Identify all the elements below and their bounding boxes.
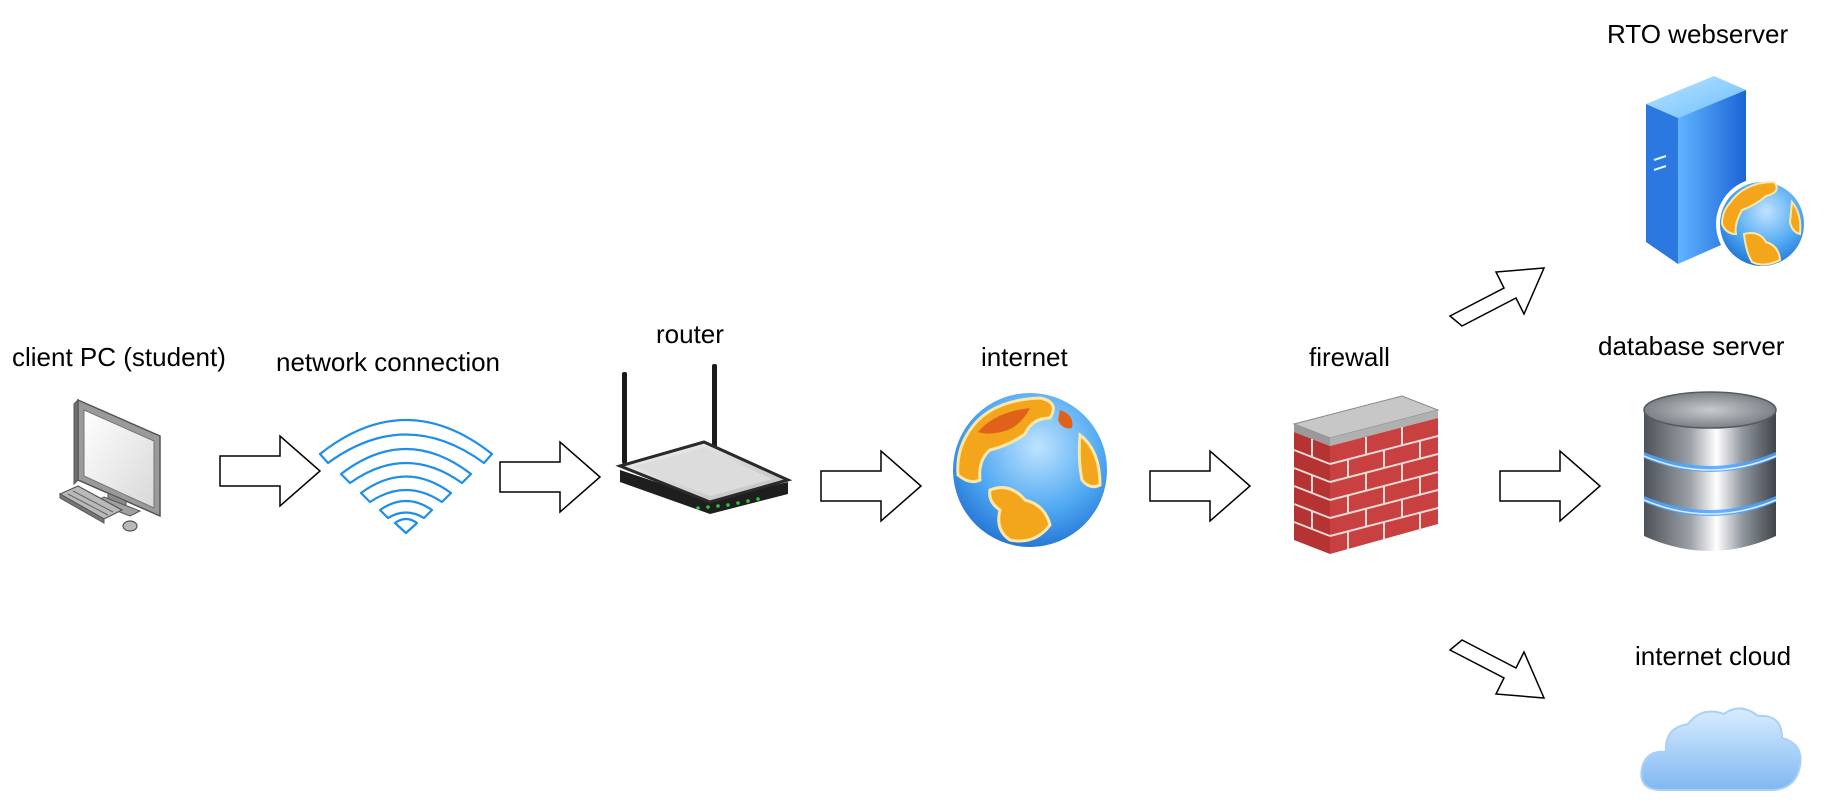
desktop-computer-icon bbox=[58, 398, 161, 532]
rto-webserver-label: RTO webserver bbox=[1607, 19, 1789, 49]
brick-wall-icon bbox=[1292, 395, 1440, 554]
internet-label: internet bbox=[981, 342, 1068, 372]
arrow-firewall-to-database-server bbox=[1499, 449, 1602, 523]
database-server-label: database server bbox=[1598, 331, 1785, 361]
network-connection-label: network connection bbox=[276, 347, 501, 377]
globe-icon bbox=[953, 393, 1107, 547]
cloud-icon bbox=[1640, 707, 1802, 791]
arrow-firewall-to-rto-webserver bbox=[1448, 267, 1546, 327]
arrow-router-to-internet bbox=[820, 449, 923, 523]
arrow-pc-to-network bbox=[219, 434, 322, 508]
arrow-network-to-router bbox=[499, 440, 602, 514]
wifi-icon bbox=[318, 419, 494, 535]
arrow-firewall-to-internet-cloud bbox=[1448, 639, 1546, 699]
web-server-icon bbox=[1646, 76, 1808, 270]
router-icon bbox=[615, 364, 792, 514]
internet-cloud-label: internet cloud bbox=[1635, 641, 1792, 671]
firewall-label: firewall bbox=[1309, 342, 1390, 372]
client-pc-label: client PC (student) bbox=[12, 342, 226, 372]
router-label: router bbox=[656, 319, 724, 349]
arrow-internet-to-firewall bbox=[1149, 449, 1252, 523]
database-icon bbox=[1643, 391, 1777, 551]
